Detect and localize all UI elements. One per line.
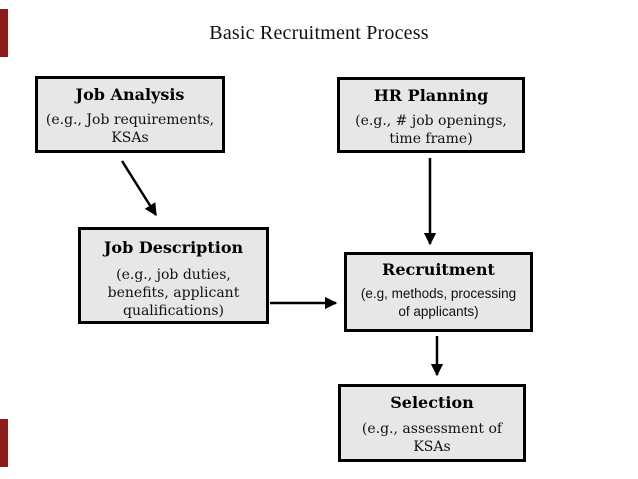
- box-job-description: Job Description (e.g., job duties, benef…: [78, 227, 269, 324]
- box-heading: Selection: [390, 393, 474, 412]
- box-body-line: time frame): [389, 131, 473, 147]
- box-heading: HR Planning: [373, 86, 489, 105]
- box-body: (e.g., # job openings, time frame): [340, 112, 522, 148]
- box-body-line: (e.g., job duties,: [116, 267, 231, 283]
- red-edge-marker-bottom: [0, 419, 8, 467]
- box-heading: Job Analysis: [75, 85, 185, 104]
- diagram-title: Basic Recruitment Process: [209, 22, 429, 44]
- box-hr-planning: HR Planning (e.g., # job openings, time …: [337, 77, 525, 153]
- box-body-line: benefits, applicant: [107, 285, 240, 301]
- box-body: (e.g., assessment of KSAs: [341, 420, 523, 456]
- box-body: (e.g, methods, processing of applicants): [347, 285, 530, 321]
- box-recruitment: Recruitment (e.g, methods, processing of…: [344, 252, 533, 332]
- box-body-line: (e.g, methods, processing: [360, 286, 517, 301]
- red-edge-marker-top: [0, 9, 8, 57]
- box-body-line: of applicants): [398, 304, 479, 319]
- box-job-analysis: Job Analysis (e.g., Job requirements, KS…: [35, 76, 225, 153]
- box-body-line: (e.g., Job requirements,: [45, 112, 215, 128]
- box-body-line: (e.g., assessment of: [361, 421, 503, 437]
- box-body-line: KSAs: [111, 130, 149, 146]
- box-body-line: KSAs: [413, 439, 451, 455]
- box-heading: Recruitment: [382, 260, 495, 279]
- box-body-line: (e.g., # job openings,: [355, 113, 507, 129]
- box-heading: Job Description: [103, 238, 244, 257]
- box-body: (e.g., Job requirements, KSAs: [38, 111, 222, 147]
- box-selection: Selection (e.g., assessment of KSAs: [338, 384, 526, 462]
- arrow-job-analysis-to-job-description: [120, 160, 158, 217]
- box-body-line: qualifications): [122, 303, 224, 319]
- box-body: (e.g., job duties, benefits, applicant q…: [81, 266, 266, 320]
